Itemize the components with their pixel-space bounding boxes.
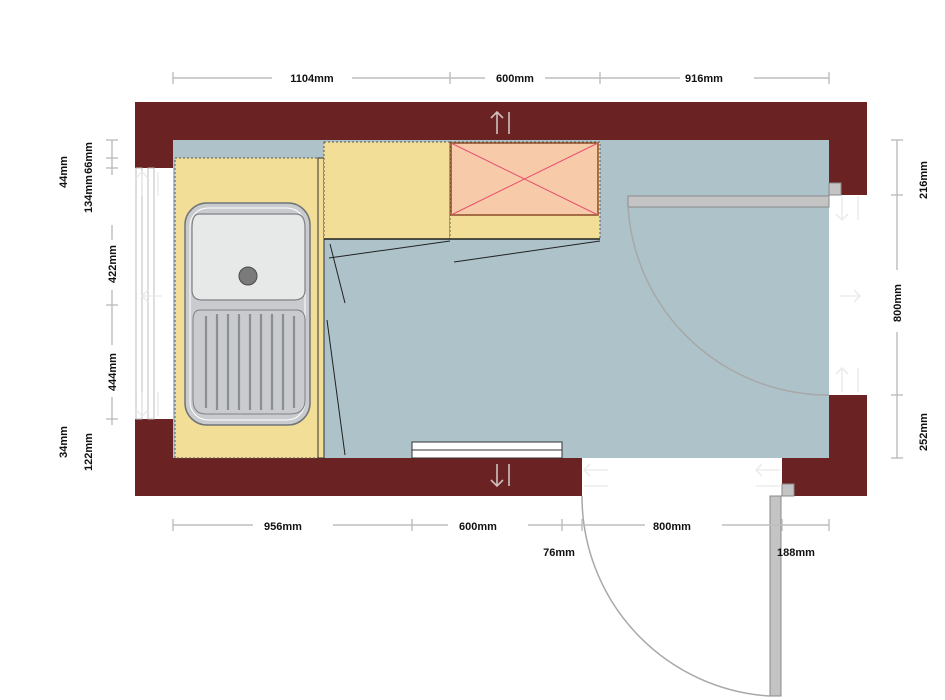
radiator <box>411 441 563 459</box>
left-window <box>135 167 173 420</box>
right-door-swing <box>627 206 830 396</box>
dim-bottom-3: 800mm <box>653 521 691 533</box>
dim-left-2: 134mm <box>83 175 95 213</box>
hob <box>450 142 599 216</box>
bottom-doorway <box>582 458 782 496</box>
dim-bottom-1: 956mm <box>264 521 302 533</box>
dimensions-right: 216mm 800mm 252mm <box>889 139 930 459</box>
right-doorway <box>829 195 867 395</box>
dim-left-5: 444mm <box>107 353 119 391</box>
dimensions-top: 1104mm 600mm 916mm <box>172 72 830 85</box>
right-door-jamb <box>828 182 842 196</box>
dimensions-left: 44mm 134mm 66mm 422mm 444mm 34mm 122mm <box>58 139 120 477</box>
dim-left-4: 422mm <box>107 245 119 283</box>
cabinet-hint-lines <box>326 240 601 456</box>
dim-left-6: 34mm <box>58 426 70 458</box>
dim-left-3: 66mm <box>83 142 95 174</box>
dim-top-3: 916mm <box>685 73 723 85</box>
right-door <box>627 182 842 396</box>
dim-bottom-sub-2: 188mm <box>777 547 815 559</box>
wall-arrow-glyphs <box>135 110 862 488</box>
dim-right-3: 252mm <box>918 413 930 451</box>
dim-top-1: 1104mm <box>290 73 334 85</box>
sink <box>184 202 311 426</box>
sink-drain <box>238 266 258 286</box>
dim-right-2: 800mm <box>892 284 904 322</box>
bottom-door-leaf <box>769 495 782 697</box>
right-door-leaf <box>627 195 830 208</box>
bottom-door-jamb <box>781 483 795 497</box>
dimensions-bottom: 956mm 600mm 800mm 76mm 188mm <box>172 519 830 559</box>
bottom-door <box>581 483 795 697</box>
dim-right-1: 216mm <box>918 161 930 199</box>
dim-bottom-2: 600mm <box>459 521 497 533</box>
dim-top-2: 600mm <box>496 73 534 85</box>
dim-left-1: 44mm <box>58 156 70 188</box>
dim-bottom-sub-1: 76mm <box>543 547 575 559</box>
dim-left-7: 122mm <box>83 433 95 471</box>
bottom-door-swing <box>581 495 771 697</box>
